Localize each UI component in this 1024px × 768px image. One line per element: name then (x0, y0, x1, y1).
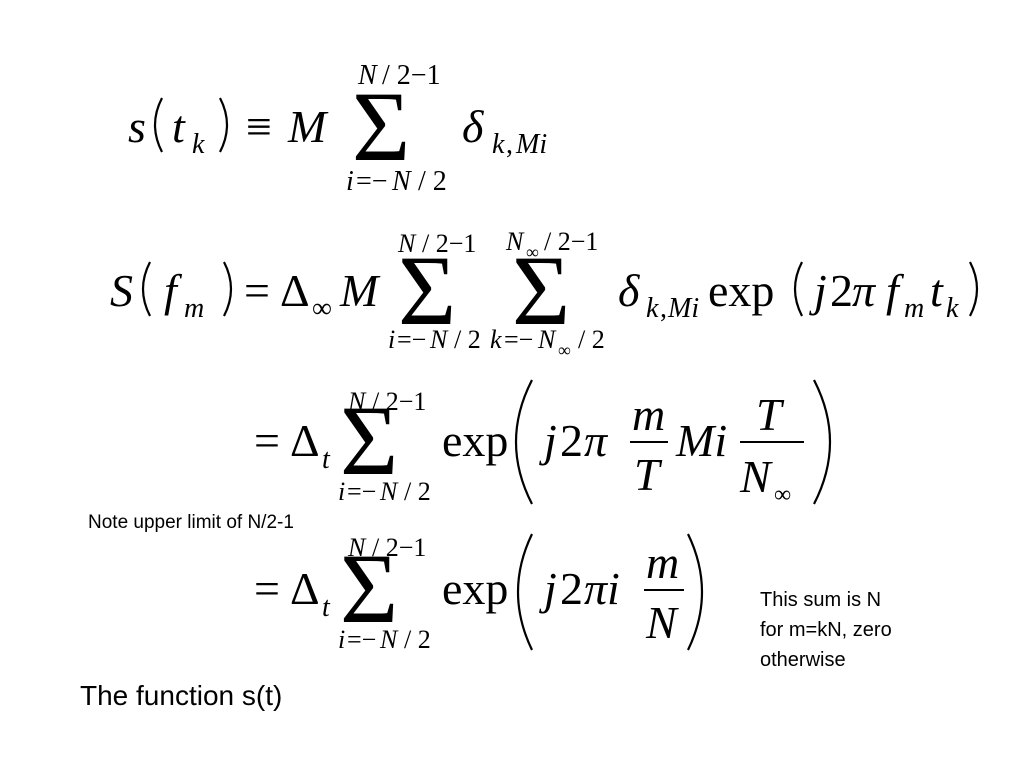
svg-text:,: , (660, 293, 667, 324)
svg-text:k: k (646, 293, 659, 324)
svg-text:N: N (357, 60, 378, 91)
svg-text:/ 2−1: / 2−1 (382, 60, 441, 91)
svg-text:m: m (904, 293, 924, 324)
svg-text:=−: =− (356, 166, 388, 197)
svg-text:/ 2: / 2 (404, 625, 431, 654)
svg-text:N: N (397, 229, 417, 258)
equation-S-of-f: S f m = Δ ∞ M Σ N / 2−1 i =− N / 2 Σ N ∞… (110, 227, 979, 360)
svg-text:T: T (756, 389, 785, 440)
svg-text:i: i (338, 477, 345, 506)
equation-step-1: = Δ t Σ N / 2−1 i =− N / 2 exp j 2 π m T… (254, 379, 832, 508)
svg-text:t: t (172, 101, 186, 152)
svg-text:δ: δ (462, 101, 484, 152)
svg-text:N: N (391, 166, 412, 197)
svg-text:π: π (852, 265, 877, 316)
svg-text:exp: exp (442, 415, 508, 466)
svg-text:f: f (164, 265, 183, 316)
svg-text:t: t (930, 265, 944, 316)
summation-sign: Σ (512, 235, 570, 346)
svg-text:k: k (492, 129, 505, 160)
svg-text:f: f (886, 265, 905, 316)
svg-text:S: S (110, 265, 133, 316)
function-caption: The function s(t) (80, 680, 283, 711)
svg-text:N: N (739, 451, 773, 502)
svg-text:k: k (192, 129, 205, 160)
sum-value-note: This sum is N for m=kN, zero otherwise (760, 585, 960, 675)
svg-text:N: N (505, 227, 525, 256)
svg-text:Δ: Δ (280, 265, 310, 316)
svg-text:s: s (128, 101, 146, 152)
equation-step-2: = Δ t Σ N / 2−1 i =− N / 2 exp j 2 πi m … (254, 533, 704, 654)
upper-limit-note: Note upper limit of N/2-1 (88, 512, 294, 533)
svg-text:2: 2 (560, 563, 583, 614)
svg-text:i: i (346, 166, 354, 197)
svg-text:Mi: Mi (675, 415, 727, 466)
svg-text:exp: exp (442, 563, 508, 614)
summation-sign: Σ (398, 235, 456, 346)
svg-text:M: M (339, 265, 381, 316)
svg-text:∞: ∞ (774, 482, 791, 508)
svg-text:N: N (347, 387, 367, 416)
svg-text:m: m (646, 537, 679, 588)
svg-text:Mi: Mi (667, 293, 699, 324)
svg-text:δ: δ (618, 265, 640, 316)
sum-note-line-3: otherwise (760, 649, 846, 671)
svg-text:/ 2−1: / 2−1 (372, 387, 426, 416)
sum-note-line-1: This sum is N (760, 589, 882, 611)
svg-text:/ 2−1: / 2−1 (422, 229, 476, 258)
svg-text:M: M (287, 101, 329, 152)
svg-text:i: i (338, 625, 345, 654)
svg-text:∞: ∞ (526, 242, 539, 262)
svg-text:=−: =− (397, 325, 426, 354)
svg-text:=: = (254, 563, 280, 614)
svg-text:=−: =− (504, 325, 533, 354)
svg-text:/ 2: / 2 (454, 325, 481, 354)
summation-sign: Σ (340, 533, 398, 644)
svg-text:=: = (244, 265, 270, 316)
svg-text:=−: =− (347, 477, 376, 506)
svg-text:N: N (429, 325, 449, 354)
svg-text:T: T (634, 449, 663, 500)
svg-text:k: k (946, 293, 959, 324)
svg-text:≡: ≡ (246, 101, 272, 152)
svg-text:m: m (184, 293, 204, 324)
summation-sign: Σ (352, 71, 410, 182)
svg-text:j: j (809, 265, 827, 316)
svg-text:m: m (632, 389, 665, 440)
svg-text:2: 2 (560, 415, 583, 466)
svg-text:/ 2: / 2 (418, 166, 447, 197)
svg-text:/ 2−1: / 2−1 (544, 227, 598, 256)
svg-text:N: N (645, 597, 679, 648)
svg-text:j: j (539, 415, 557, 466)
svg-text:t: t (322, 444, 331, 475)
svg-text:exp: exp (708, 265, 774, 316)
svg-text:N: N (537, 325, 557, 354)
svg-text:i: i (388, 325, 395, 354)
svg-text:πi: πi (584, 563, 620, 614)
svg-text:/ 2−1: / 2−1 (372, 533, 426, 562)
svg-text:t: t (322, 592, 331, 623)
svg-text:=: = (254, 415, 280, 466)
svg-text:,: , (506, 129, 513, 160)
svg-text:N: N (347, 533, 367, 562)
svg-text:π: π (584, 415, 609, 466)
svg-text:Δ: Δ (290, 563, 320, 614)
summation-sign: Σ (340, 385, 398, 496)
svg-text:∞: ∞ (558, 340, 571, 360)
sum-note-line-2: for m=kN, zero (760, 619, 892, 641)
svg-text:Mi: Mi (515, 129, 547, 160)
svg-text:j: j (539, 563, 557, 614)
svg-text:/ 2: / 2 (578, 325, 605, 354)
svg-text:k: k (490, 325, 502, 354)
svg-text:/ 2: / 2 (404, 477, 431, 506)
svg-text:∞: ∞ (312, 293, 332, 324)
svg-text:=−: =− (347, 625, 376, 654)
svg-text:N: N (379, 625, 399, 654)
svg-text:Δ: Δ (290, 415, 320, 466)
equation-s-of-t: s t k ≡ M Σ N / 2−1 i =− N / 2 δ k , Mi (128, 60, 547, 197)
svg-text:N: N (379, 477, 399, 506)
svg-text:2: 2 (830, 265, 853, 316)
